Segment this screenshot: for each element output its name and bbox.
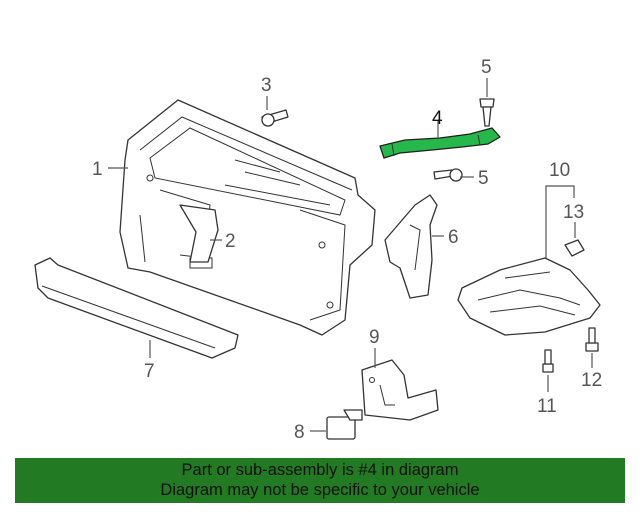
callout-9: 9 <box>369 327 380 348</box>
callout-4: 4 <box>432 108 443 129</box>
part-11-bolt[interactable] <box>542 349 554 373</box>
info-banner: Part or sub-assembly is #4 in diagram Di… <box>15 458 625 503</box>
part-13-clip[interactable] <box>564 239 585 257</box>
part-10-splash-shield[interactable] <box>457 257 601 336</box>
callout-5-upper: 5 <box>481 57 492 78</box>
part-2-bracket[interactable] <box>179 204 219 263</box>
callout-5-lower: 5 <box>478 168 489 189</box>
part-5-bolt-lower[interactable] <box>433 168 463 182</box>
callout-12: 12 <box>581 370 602 391</box>
callout-10: 10 <box>549 160 570 181</box>
callout-6: 6 <box>448 227 459 248</box>
callout-13: 13 <box>563 202 584 223</box>
part-1-radiator-support[interactable] <box>119 99 376 336</box>
callout-3: 3 <box>261 75 272 96</box>
callout-11: 11 <box>537 396 557 417</box>
callout-1: 1 <box>92 159 103 180</box>
part-5-bolt-upper[interactable] <box>479 98 495 127</box>
part-6-side-bracket[interactable] <box>384 194 438 299</box>
part-3-bolt[interactable] <box>261 109 289 127</box>
leader-lines <box>108 78 593 432</box>
part-12-bolt[interactable] <box>585 327 599 352</box>
callout-2: 2 <box>225 231 236 252</box>
banner-line-2: Diagram may not be specific to your vehi… <box>160 481 480 499</box>
banner-line-1: Part or sub-assembly is #4 in diagram <box>181 461 459 479</box>
callout-7: 7 <box>144 361 155 382</box>
part-8-sensor[interactable] <box>326 409 363 440</box>
part-9-mount-bracket[interactable] <box>361 359 439 421</box>
callout-8: 8 <box>294 422 305 443</box>
callouts: 1 2 3 4 5 5 6 7 8 9 10 11 12 13 <box>92 57 602 443</box>
part-7-lower-shield[interactable] <box>34 257 239 359</box>
part-4-bracket-highlighted[interactable] <box>379 127 501 159</box>
